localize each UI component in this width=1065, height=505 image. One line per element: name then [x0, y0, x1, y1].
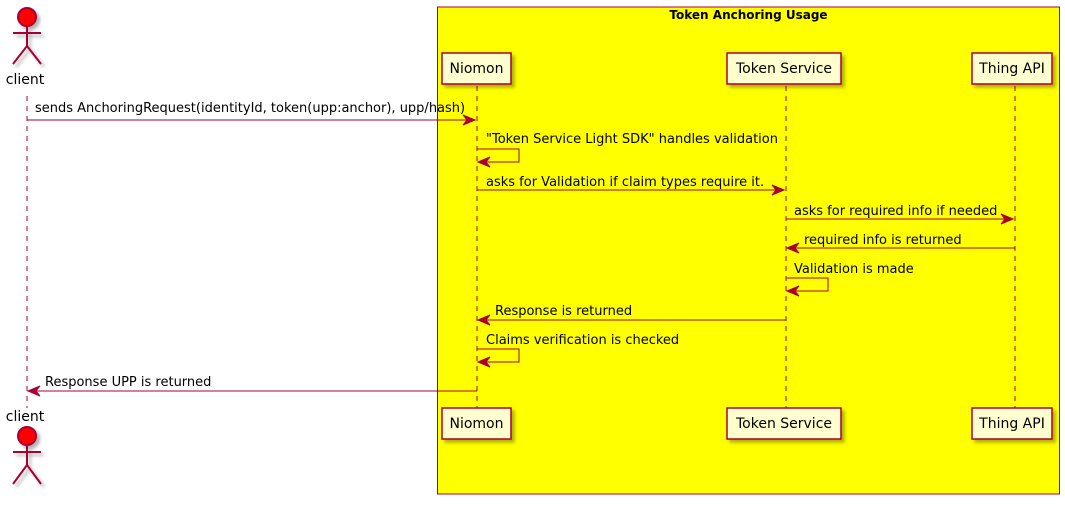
participant-token-service-bottom [726, 407, 842, 440]
participant-niomon-top [441, 52, 512, 85]
actor-client-top [12, 7, 42, 65]
message-4-label: asks for required info if needed [794, 204, 997, 219]
participant-thing-api-top-label: Thing API [978, 61, 1045, 77]
box-title: Token Anchoring Usage [669, 8, 827, 22]
message-5-label: required info is returned [804, 233, 962, 248]
participant-thing-api-top [971, 52, 1053, 85]
message-required-info-returned: required info is returned [785, 233, 1015, 254]
participant-token-service-top [726, 52, 842, 85]
message-8-label: Claims verification is checked [486, 333, 679, 348]
message-asks-required-info: asks for required info if needed [786, 204, 1015, 225]
actor-client-bottom [12, 426, 42, 485]
message-sdk-handles-validation: "Token Service Light SDK" handles valida… [476, 132, 778, 168]
message-7-label: Response is returned [495, 304, 632, 319]
participant-token-service-top-label: Token Service [735, 61, 832, 77]
participant-thing-api-bottom-label: Thing API [978, 416, 1045, 432]
message-response-upp-returned: Response UPP is returned [26, 375, 477, 397]
message-9-label: Response UPP is returned [45, 375, 211, 390]
message-6-label: Validation is made [794, 262, 914, 277]
message-sends-anchoring-request: sends AnchoringRequest(identityId, token… [27, 101, 477, 126]
participant-thing-api-bottom [971, 407, 1053, 440]
participant-niomon-bottom-label: Niomon [449, 416, 503, 432]
message-1-label: sends AnchoringRequest(identityId, token… [35, 101, 465, 116]
participant-niomon-top-label: Niomon [449, 61, 503, 77]
message-response-returned: Response is returned [476, 304, 786, 326]
message-3-label: asks for Validation if claim types requi… [486, 175, 764, 190]
actor-client-bottom-label: client [6, 409, 45, 425]
message-2-label: "Token Service Light SDK" handles valida… [486, 132, 778, 147]
message-asks-for-validation: asks for Validation if claim types requi… [477, 175, 786, 196]
actor-client-top-label: client [6, 72, 45, 88]
participant-token-service-bottom-label: Token Service [735, 416, 832, 432]
participant-niomon-bottom [441, 407, 512, 440]
message-validation-made: Validation is made [785, 262, 914, 297]
message-claims-verification: Claims verification is checked [476, 333, 679, 368]
